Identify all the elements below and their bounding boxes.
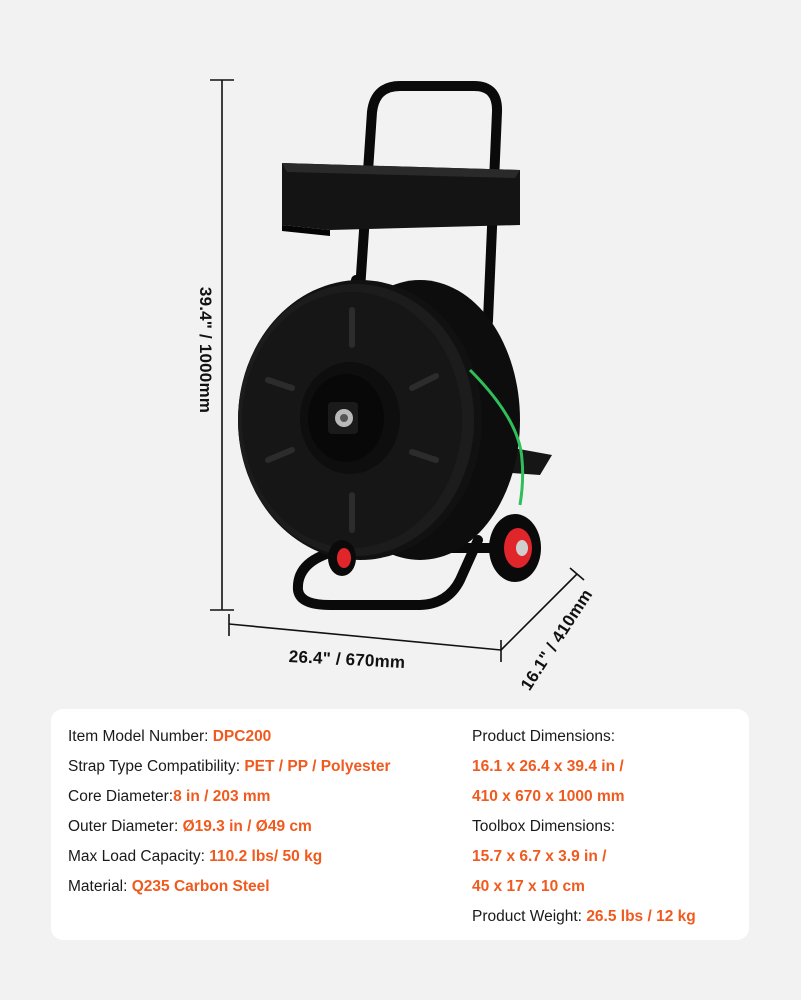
right-wheel — [489, 514, 541, 582]
product-dimensions-inches: 16.1 x 26.4 x 39.4 in / — [472, 758, 624, 775]
product-weight-value: 26.5 lbs / 12 kg — [586, 908, 696, 925]
product-illustration: 39.4" / 1000mm 26.4" / 670mm 16.1" / 410… — [196, 79, 596, 694]
spec-label: Strap Type Compatibility: — [68, 758, 245, 775]
product-weight: Product Weight: 26.5 lbs / 12 kg — [472, 902, 696, 932]
spec-label: Material: — [68, 878, 132, 895]
spec-label: Outer Diameter: — [68, 818, 183, 835]
reel — [238, 280, 520, 560]
spec-value: Ø19.3 in / Ø49 cm — [182, 818, 312, 835]
spec-value: 8 in / 203 mm — [173, 788, 271, 805]
depth-dimension-line — [500, 567, 585, 651]
toolbox-dimensions-label: Toolbox Dimensions: — [472, 818, 616, 835]
left-wheel — [328, 540, 356, 576]
spec-label: Max Load Capacity: — [68, 848, 210, 865]
strap — [468, 368, 525, 506]
spec-value: Q235 Carbon Steel — [131, 878, 270, 895]
spec-card: Item Model Number: DPC200 Strap Type Com… — [51, 709, 749, 940]
spec-value: PET / PP / Polyester — [244, 758, 391, 775]
spec-value: DPC200 — [212, 728, 272, 745]
height-dimension-label: 39.4" / 1000mm — [196, 286, 215, 414]
spec-max-load: Max Load Capacity: 110.2 lbs/ 50 kg — [68, 842, 391, 872]
spec-strap-compatibility: Strap Type Compatibility: PET / PP / Pol… — [68, 752, 391, 782]
toolbox — [282, 163, 520, 236]
spec-core-diameter: Core Diameter:8 in / 203 mm — [68, 782, 391, 812]
product-dimensions-mm: 410 x 670 x 1000 mm — [472, 788, 625, 805]
height-dimension-line — [210, 79, 234, 611]
spec-model-number: Item Model Number: DPC200 — [68, 722, 391, 752]
toolbox-dimensions-cm: 40 x 17 x 10 cm — [472, 878, 585, 895]
product-dimensions-label: Product Dimensions: — [472, 728, 616, 745]
toolbox-dimensions-inches: 15.7 x 6.7 x 3.9 in / — [472, 848, 607, 865]
spec-outer-diameter: Outer Diameter: Ø19.3 in / Ø49 cm — [68, 812, 391, 842]
spec-list-right: Product Dimensions: 16.1 x 26.4 x 39.4 i… — [472, 722, 696, 932]
spec-label: Core Diameter: — [68, 788, 174, 805]
spec-label: Item Model Number: — [68, 728, 213, 745]
product-weight-label: Product Weight: — [472, 908, 587, 925]
spec-list-left: Item Model Number: DPC200 Strap Type Com… — [68, 722, 391, 902]
spec-value: 110.2 lbs/ 50 kg — [209, 848, 323, 865]
width-dimension-line — [228, 614, 502, 662]
spec-material: Material: Q235 Carbon Steel — [68, 872, 391, 902]
